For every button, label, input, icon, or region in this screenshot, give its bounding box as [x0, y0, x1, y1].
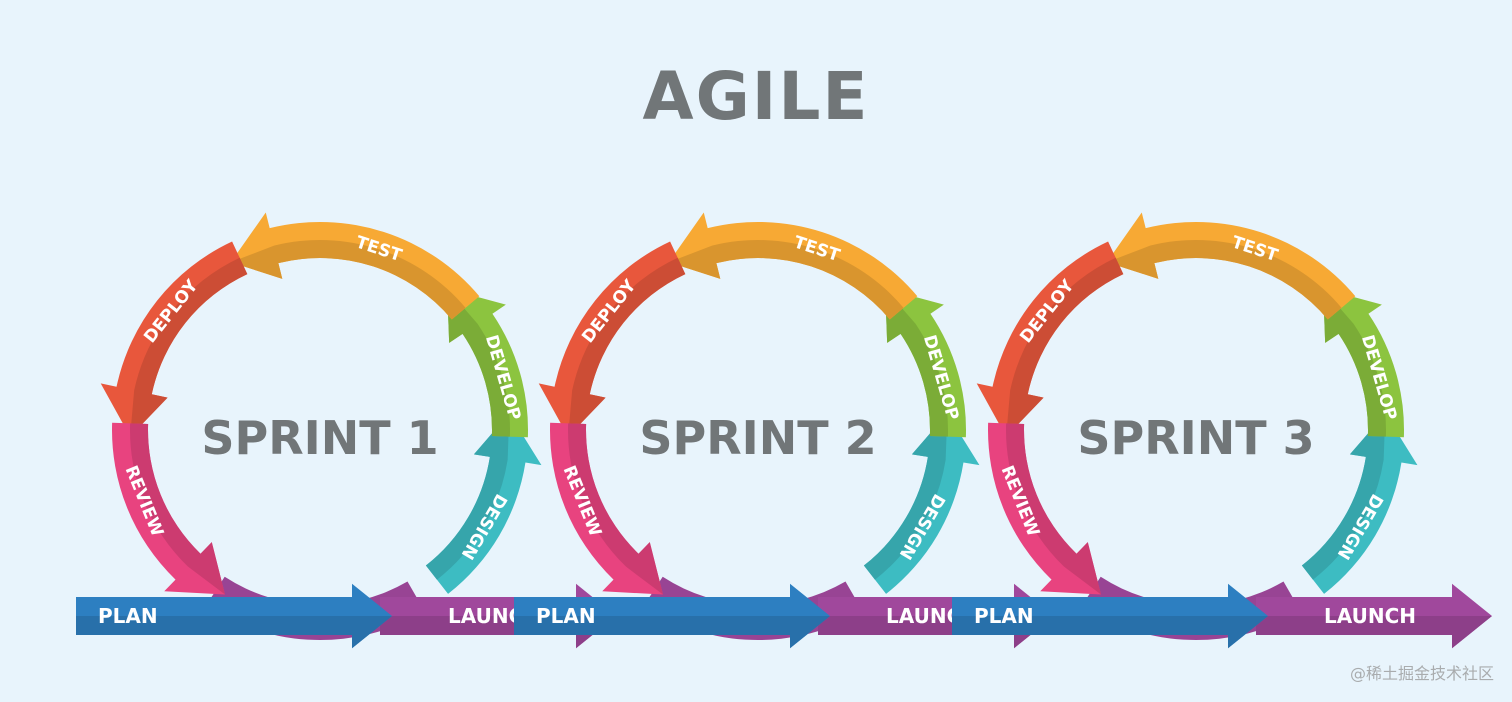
sprint-label: SPRINT 2: [639, 411, 876, 465]
design-arrow: DESIGN: [1301, 413, 1418, 594]
test-arrow: TEST: [668, 212, 918, 320]
sprint-label: SPRINT 3: [1077, 411, 1314, 465]
sprint-3: LAUNCHPLANDESIGNDEVELOPTESTDEPLOYREVIEWS…: [952, 212, 1492, 649]
plan-label: PLAN: [98, 604, 158, 628]
design-arrow: DESIGN: [863, 413, 980, 594]
deploy-arrow: DEPLOY: [100, 241, 248, 437]
launch-label: LAUNCH: [1324, 604, 1416, 628]
plan-arrow: PLAN: [952, 583, 1268, 649]
develop-arrow: DEVELOP: [1323, 288, 1405, 438]
design-arrow: DESIGN: [425, 413, 542, 594]
plan-arrow: PLAN: [76, 583, 392, 649]
test-arrow: TEST: [230, 212, 480, 320]
sprint-label: SPRINT 1: [201, 411, 438, 465]
plan-arrow: PLAN: [514, 583, 830, 649]
diagram-title: AGILE: [642, 58, 870, 135]
plan-label: PLAN: [974, 604, 1034, 628]
plan-label: PLAN: [536, 604, 596, 628]
sprint-2: LAUNCHPLANDESIGNDEVELOPTESTDEPLOYREVIEWS…: [514, 212, 1054, 649]
launch-arrow: LAUNCH: [1256, 583, 1492, 649]
deploy-arrow: DEPLOY: [976, 241, 1124, 437]
sprint-1: LAUNCHPLANDESIGNDEVELOPTESTDEPLOYREVIEWS…: [76, 212, 616, 649]
deploy-arrow: DEPLOY: [538, 241, 686, 437]
test-arrow: TEST: [1106, 212, 1356, 320]
watermark: @稀土掘金技术社区: [1349, 664, 1494, 683]
